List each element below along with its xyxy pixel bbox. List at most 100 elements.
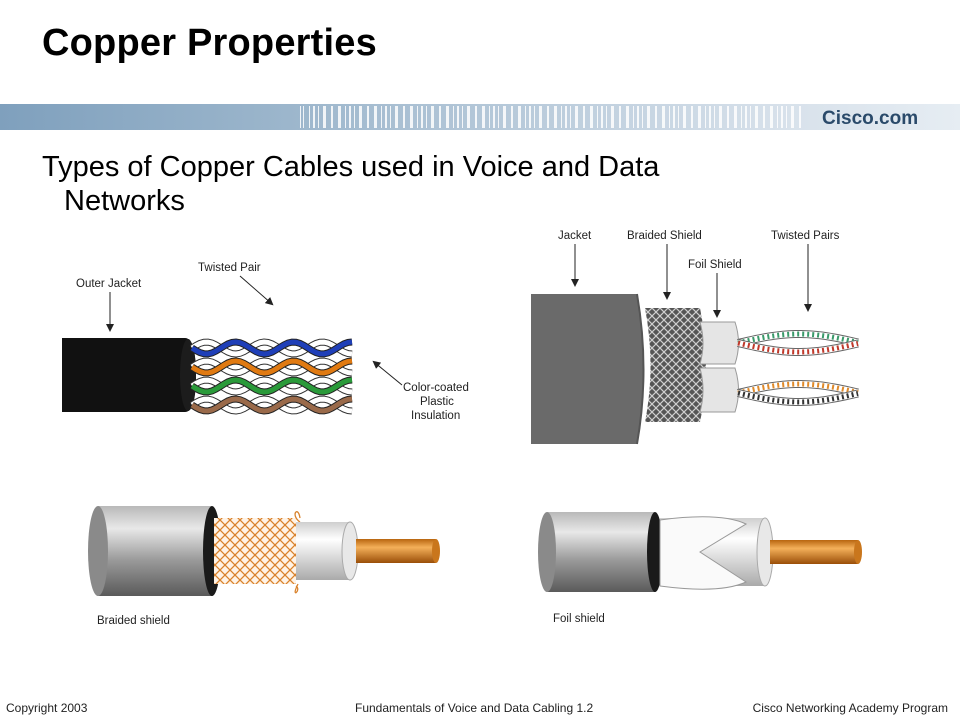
pair-color-wire	[190, 358, 353, 376]
banner-stripe	[417, 106, 418, 128]
banner-stripe	[318, 106, 319, 128]
banner-stripe	[714, 106, 715, 128]
subtitle-line-1: Types of Copper Cables used in Voice and…	[42, 151, 660, 183]
banner-stripe	[770, 106, 773, 128]
banner-stripe	[583, 106, 585, 128]
banner-stripe	[561, 106, 562, 128]
stp-wire-stripe	[737, 390, 859, 405]
banner-stripe	[467, 106, 470, 128]
banner-stripe	[323, 106, 326, 128]
cable-illustrations: Outer Jacket Twisted Pair Color-coated P…	[62, 230, 862, 627]
pair-color-wire	[190, 377, 353, 395]
banner-stripe	[354, 106, 355, 128]
banner-stripe	[662, 106, 665, 128]
banner-stripe	[786, 106, 787, 128]
twisted-pair-label: Twisted Pair	[198, 262, 261, 274]
banner-stripe	[529, 106, 531, 128]
banner-stripe	[763, 106, 765, 128]
stp-wire-stripe	[737, 340, 859, 355]
banner-stripe	[678, 106, 679, 128]
utp-twisted-pairs	[190, 338, 353, 415]
banner-stripe	[525, 106, 526, 128]
banner-stripe	[673, 106, 675, 128]
foil-shield-label: Foil Shield	[688, 259, 742, 271]
banner-stripe	[446, 106, 449, 128]
banner-stripe	[390, 106, 391, 128]
banner-stripe	[367, 106, 369, 128]
banner-stripe	[719, 106, 722, 128]
coax-braided-cable	[88, 506, 440, 596]
banner-stripe	[633, 106, 634, 128]
banner-stripe	[300, 106, 301, 128]
banner-stripe	[421, 106, 423, 128]
banner-stripe	[345, 106, 346, 128]
stp-cable	[531, 293, 859, 445]
stp-labels: Jacket Braided Shield Foil Shield Twiste…	[558, 230, 840, 318]
banner-stripe	[705, 106, 706, 128]
banner-stripe	[547, 106, 549, 128]
banner-stripe	[781, 106, 783, 128]
stp-wire-stripe	[737, 381, 859, 396]
stp-wire-stripe	[737, 331, 859, 346]
banner-stripe	[799, 106, 801, 128]
banner-stripe	[518, 106, 521, 128]
banner-stripe	[493, 106, 495, 128]
banner-stripe	[534, 106, 535, 128]
banner-stripe	[374, 106, 377, 128]
banner-stripe	[554, 106, 557, 128]
banner-stripe	[303, 106, 304, 128]
banner-stripe	[698, 106, 701, 128]
slide-title: Copper Properties	[42, 22, 377, 64]
banner-stripe	[403, 106, 405, 128]
banner-stripe	[611, 106, 614, 128]
foil-shield-caption: Foil shield	[553, 613, 605, 625]
banner-stripe	[489, 106, 490, 128]
insulation-label-line1: Color-coated	[403, 382, 469, 394]
banner-stripe	[359, 106, 362, 128]
banner-stripe	[395, 106, 398, 128]
banner-stripe	[642, 106, 643, 128]
banner-stripe	[669, 106, 670, 128]
banner-stripe	[734, 106, 737, 128]
banner-stripe	[709, 106, 711, 128]
footer-course: Fundamentals of Voice and Data Cabling 1…	[355, 701, 594, 715]
footer-program: Cisco Networking Academy Program	[752, 701, 948, 715]
banner-stripe	[590, 106, 593, 128]
braided-shield-label: Braided Shield	[627, 230, 702, 242]
pair-color-wire	[190, 396, 353, 414]
banner-stripe	[338, 106, 341, 128]
banner-stripe	[439, 106, 441, 128]
banner-stripe	[381, 106, 382, 128]
banner-stripe	[565, 106, 567, 128]
banner-stripe	[727, 106, 729, 128]
pair-color-wire	[190, 339, 353, 357]
banner-stripe	[503, 106, 506, 128]
banner-stripe	[755, 106, 758, 128]
banner-stripe	[539, 106, 542, 128]
banner-stripe	[619, 106, 621, 128]
stp-twisted-pairs	[737, 330, 859, 406]
insulation-label-line3: Insulation	[411, 410, 460, 422]
banner-stripe	[741, 106, 742, 128]
banner-stripe	[431, 106, 434, 128]
banner-stripe	[453, 106, 454, 128]
banner-stripe	[575, 106, 578, 128]
insulation-label-line2: Plastic	[420, 396, 454, 408]
banner-stripe	[410, 106, 413, 128]
banner-stripe	[349, 106, 351, 128]
banner-stripe	[647, 106, 650, 128]
banner-stripe	[597, 106, 598, 128]
cisco-logo: Cisco.com	[822, 108, 918, 129]
banner-stripe	[426, 106, 427, 128]
banner-stripe	[482, 106, 485, 128]
banner-stripe	[626, 106, 629, 128]
banner-stripe	[637, 106, 639, 128]
utp-cable	[62, 338, 353, 415]
banner-stripe	[385, 106, 387, 128]
banner-stripe	[511, 106, 513, 128]
banner-stripe	[750, 106, 751, 128]
braided-shield-caption: Braided shield	[97, 615, 170, 627]
banner-stripe	[313, 106, 315, 128]
banner-stripe	[791, 106, 794, 128]
banner-stripe	[683, 106, 686, 128]
